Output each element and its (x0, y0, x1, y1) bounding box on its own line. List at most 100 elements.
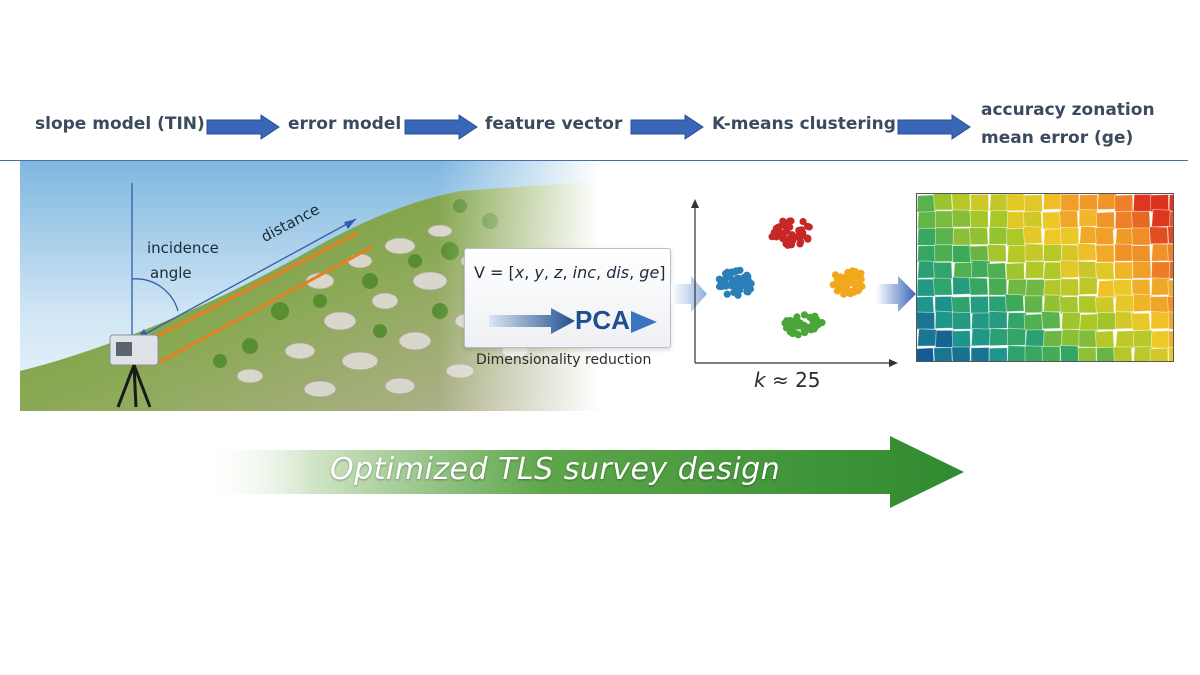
zonation-cell (1061, 311, 1081, 330)
zonation-cell (1114, 210, 1135, 230)
zonation-cell (933, 194, 953, 211)
cluster-point (774, 223, 782, 231)
cluster-point (833, 276, 842, 284)
zonation-cell (1077, 242, 1097, 262)
zonation-cell (1043, 261, 1064, 280)
step-accuracy-zonation: accuracy zonation (981, 100, 1155, 120)
transition-arrow-icon (671, 276, 707, 312)
zonation-cell (917, 278, 936, 297)
zonation-cell (1133, 346, 1154, 361)
zonation-cell (1007, 278, 1028, 297)
zonation-cell (951, 311, 972, 330)
cluster-point (793, 313, 801, 321)
cluster-point (799, 218, 807, 226)
transition-arrow-icon (876, 276, 916, 312)
zonation-cell (988, 310, 1008, 330)
cluster-point (786, 217, 794, 225)
zonation-cell (968, 277, 989, 296)
zonation-cell (1094, 296, 1115, 315)
zonation-cell (1096, 194, 1117, 211)
cluster-point (743, 271, 751, 279)
cluster-point (736, 281, 744, 289)
zonation-cell (989, 210, 1009, 229)
cluster-point (784, 241, 792, 249)
zonation-cell (1006, 244, 1027, 264)
zonation-cell (1042, 330, 1063, 349)
flow-arrow-icon (897, 114, 971, 140)
zonation-cell (1149, 347, 1169, 361)
zonation-cell (969, 295, 990, 314)
cluster-point (779, 217, 787, 225)
zonation-cell (1094, 227, 1115, 246)
zonation-cell (1024, 260, 1045, 279)
cluster-point (723, 290, 731, 298)
cluster-point (789, 328, 797, 336)
zonation-cell (1150, 277, 1171, 296)
pca-chevron-icon (631, 311, 657, 333)
angle-label: angle (150, 264, 192, 282)
zonation-cell (917, 227, 937, 246)
cluster-point (818, 319, 826, 327)
zonation-cell (1022, 225, 1043, 245)
zonation-cell (1004, 293, 1025, 313)
pca-arrow-icon (489, 308, 575, 334)
zonation-cell (1079, 313, 1100, 333)
zonation-cell (1043, 228, 1064, 247)
zonation-cell (1042, 243, 1063, 262)
cluster-point (732, 267, 740, 275)
zonation-cell (917, 296, 935, 315)
zonation-cell (951, 194, 971, 211)
cluster-point (803, 222, 812, 230)
zonation-cell (1041, 211, 1062, 230)
zonation-cell (1114, 243, 1134, 262)
step-kmeans: K-means clustering (712, 114, 896, 134)
zonation-cell (917, 194, 937, 214)
k-value-label: k ≈ 25 (754, 368, 821, 392)
zonation-cell (969, 210, 989, 229)
header-divider (0, 160, 1188, 161)
cluster-point (840, 285, 848, 293)
cluster-point (789, 236, 797, 244)
zonation-cell (1150, 330, 1171, 349)
cluster-point (781, 319, 789, 327)
zonation-cell (917, 311, 936, 330)
zonation-cell (1168, 194, 1173, 212)
incidence-label: incidence (147, 239, 219, 257)
zonation-cell (1022, 210, 1043, 230)
cluster-point (773, 231, 781, 239)
zonation-cell (1114, 311, 1134, 330)
zonation-cell (934, 329, 955, 348)
cluster-point (745, 277, 753, 285)
zonation-cell (1059, 296, 1079, 315)
cluster-point (736, 286, 744, 294)
zonation-cell (952, 276, 972, 296)
cluster-point (794, 319, 802, 327)
zonation-cell (1168, 211, 1173, 229)
zonation-cell (1167, 279, 1173, 298)
flow-arrow-icon (404, 114, 478, 140)
cluster-scatter-plot (691, 199, 898, 367)
cluster-point (720, 279, 728, 287)
zonation-cell (951, 330, 972, 349)
zonation-cell (1112, 346, 1133, 361)
zonation-cell (1024, 345, 1044, 361)
zonation-cell (969, 194, 990, 212)
zonation-cell (1130, 312, 1151, 331)
zonation-cell (1094, 261, 1115, 281)
zonation-cell (1025, 329, 1046, 348)
zonation-cell (1005, 262, 1025, 282)
zonation-cell (1168, 261, 1173, 280)
zonation-cell (1060, 244, 1081, 263)
zonation-cell (1166, 296, 1173, 314)
zonation-cell (1006, 312, 1027, 331)
zonation-cell (934, 227, 955, 246)
cluster-point (783, 227, 791, 235)
zonation-cell (1132, 293, 1152, 313)
zonation-cell (987, 244, 1007, 263)
zonation-cell (1059, 278, 1080, 297)
zonation-cell (970, 259, 991, 279)
cluster-point (726, 272, 734, 280)
zonation-cell (1114, 194, 1134, 213)
cluster-point (833, 287, 841, 295)
pca-label: PCA (575, 305, 630, 335)
